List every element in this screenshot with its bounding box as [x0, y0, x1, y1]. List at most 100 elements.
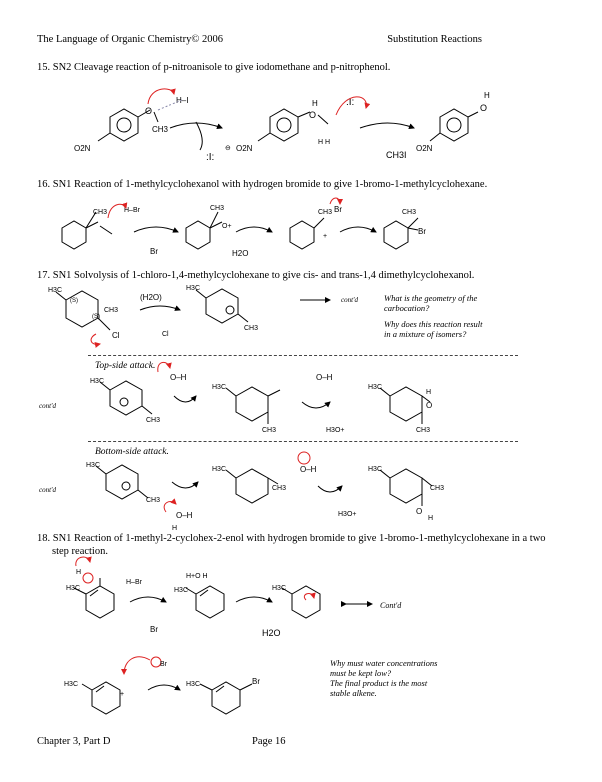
bottomside-product [379, 468, 433, 506]
q18-lonepair-circle [82, 572, 94, 584]
q15-partial-bond [157, 99, 183, 111]
q18-reaction-arrow [129, 596, 167, 603]
q18-bromide-circle [150, 656, 162, 668]
q16-reaction-arrow-2 [235, 226, 273, 233]
q15-h-1: H [312, 99, 318, 108]
q15-ch3i: CH3I [386, 150, 407, 160]
question-18-line2: step reaction. [52, 546, 108, 557]
q16-reaction-arrow-3 [339, 226, 377, 233]
bottomside-h3o: H3O+ [338, 511, 356, 518]
q15-hh: H H [318, 139, 330, 146]
label-bottomside-attack: Bottom-side attack. [95, 447, 169, 457]
bottomside-lonepair-circle [297, 451, 311, 465]
q17-chloride [55, 290, 111, 331]
q15-ch3: CH3 [152, 125, 169, 134]
q18-br: Br [150, 625, 158, 634]
header-section: Substitution Reactions [387, 34, 482, 45]
topside-h: H [426, 389, 431, 396]
q15-h-2: H [484, 91, 490, 100]
q16-ch3-1: CH3 [93, 209, 107, 216]
q15-iodide: :I: [206, 152, 214, 163]
topside-arrow-curly [157, 362, 172, 373]
q18-h: H [76, 569, 81, 576]
question-15: 15. SN2 Cleavage reaction of p-nitroanis… [37, 62, 391, 73]
q16-arrow-curly-2 [329, 197, 343, 205]
q17-h2o: (H2O) [140, 293, 162, 302]
bottomside-h: H [172, 525, 177, 532]
divider-bottomside [88, 441, 518, 442]
q18-br-2: Br [252, 677, 260, 686]
q18-hoh: H+O H [186, 573, 208, 580]
topside-h3o: H3O+ [326, 427, 344, 434]
q18-reaction-arrow-3 [147, 684, 181, 691]
footer-page: Page 16 [252, 736, 286, 747]
topside-product [379, 386, 431, 424]
topside-arrow-2 [301, 401, 331, 409]
q17-arrow-curly [90, 333, 101, 348]
q18-arrow-curly-2 [303, 592, 316, 601]
bottomside-h3c-2: H3C [212, 466, 226, 473]
q17-s2: (S) [92, 314, 100, 320]
q17-h3c-2: H3C [186, 285, 200, 292]
q16-ch3-2: CH3 [210, 205, 224, 212]
q16-ch3-3: CH3 [318, 209, 332, 216]
q18-enol [73, 578, 115, 619]
q17-h3c: H3C [48, 287, 62, 294]
q16-br-2: Br [334, 205, 342, 214]
q15-o2n-3: O2N [416, 144, 433, 153]
bottomside-h3c-3: H3C [368, 466, 382, 473]
topside-carbocation [99, 380, 153, 416]
bottomside-water: O–H [176, 511, 193, 520]
bottomside-ch3-3: CH3 [430, 485, 444, 492]
note-line: Why must water concentrations [330, 658, 438, 668]
bottomside-oxonium [225, 468, 279, 504]
q18-bromide: Br [160, 661, 168, 668]
q16-br-3: Br [418, 227, 426, 236]
q15-nitrophenol [429, 108, 479, 142]
q16-h2o: H2O [232, 249, 248, 258]
label-contd-1: cont'd [39, 402, 57, 410]
q15-oxonium [257, 108, 329, 142]
note-line: in a mixture of isomers? [384, 329, 467, 339]
bottomside-h3c: H3C [86, 462, 100, 469]
question-16: 16. SN1 Reaction of 1-methylcyclohexanol… [37, 179, 488, 190]
q16-br-1: Br [150, 247, 158, 256]
q18-product [199, 681, 253, 715]
question-18-line1: 18. SN1 Reaction of 1-methyl-2-cyclohex-… [37, 533, 546, 544]
topside-h3c: H3C [90, 378, 104, 385]
topside-h3c-3: H3C [368, 384, 382, 391]
topside-o: O [426, 401, 432, 410]
q17-cl-2: Cl [162, 331, 169, 338]
label-topside-attack: Top-side attack. [95, 361, 156, 371]
bottomside-arrow-2 [317, 485, 343, 493]
q15-arrow-curly [147, 88, 176, 105]
q17-plus-circle [225, 305, 235, 315]
note-line: must be kept low? [330, 668, 392, 678]
q16-oxonium [185, 211, 223, 250]
q15-nitroanisole [97, 108, 159, 142]
q16-reaction-arrow [133, 226, 179, 233]
note-line: carbocation? [384, 303, 430, 313]
bottomside-carbocation [95, 464, 149, 500]
q17-ch3-2: CH3 [244, 325, 258, 332]
header-title: The Language of Organic Chemistry© 2006 [37, 34, 223, 45]
topside-ch3-2: CH3 [262, 427, 276, 434]
q15-o2n: O2N [74, 144, 91, 153]
q15-reaction-arrow-2 [359, 122, 415, 130]
q18-reaction-arrow-2 [235, 596, 273, 603]
topside-ch3: CH3 [146, 417, 160, 424]
q16-product [383, 217, 419, 250]
q18-final-cation [81, 681, 121, 715]
bottomside-h-2: H [428, 515, 433, 522]
q18-hbr: H–Br [126, 579, 143, 586]
q18-h3c-2: H3C [174, 587, 188, 594]
q16-cyclohexanol [61, 211, 113, 250]
q18-arrow-curly [75, 556, 92, 567]
q16-arrow-curly [107, 202, 128, 219]
q15-o: O [145, 106, 152, 116]
bottomside-ch3: CH3 [146, 497, 160, 504]
q15-o2n-2: O2N [236, 144, 253, 153]
bottomside-o: O [416, 507, 422, 516]
topside-water: O–H [170, 373, 187, 382]
q18-allylic-cation [281, 585, 321, 619]
